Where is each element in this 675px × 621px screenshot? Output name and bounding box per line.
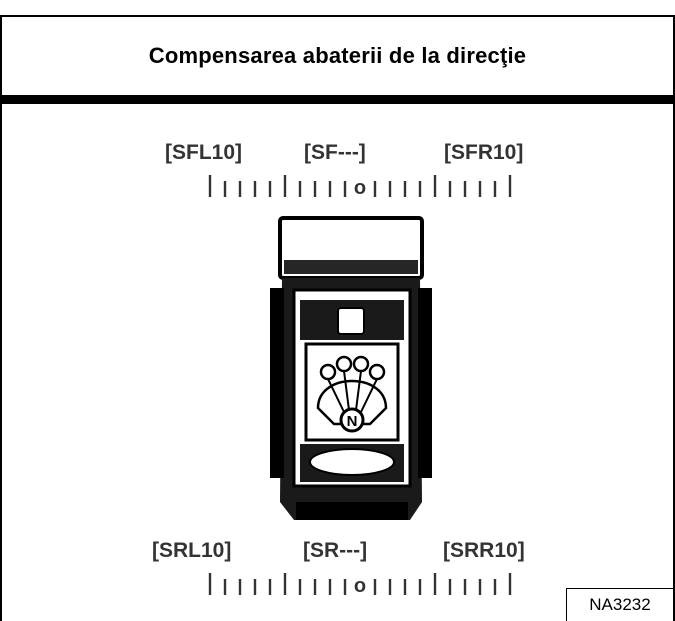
knob-position-2-icon	[335, 355, 353, 373]
switch-cap-shadow	[284, 260, 418, 274]
front-adjust-scale: o	[208, 175, 512, 199]
frame-top-border	[0, 15, 675, 17]
front-scale-center-mark: o	[354, 177, 366, 199]
title-divider	[0, 95, 675, 104]
knob-line-2	[343, 370, 350, 411]
switch-side-right	[418, 288, 432, 478]
label-rear-right: [SRR10]	[443, 539, 525, 562]
knob-position-1-icon	[319, 363, 337, 381]
page-title: Compensarea abaterii de la direcţie	[148, 43, 527, 68]
knob-position-4-icon	[368, 363, 386, 381]
rear-scale-center-mark: o	[354, 575, 366, 597]
knob-center-letter: N	[347, 413, 358, 430]
label-rear-center: [SR---]	[303, 539, 368, 562]
switch-side-left	[270, 288, 284, 478]
label-front-right: [SFR10]	[444, 141, 524, 164]
label-rear-left: [SRL10]	[152, 539, 232, 562]
frame-right-border	[673, 15, 675, 621]
knob-line-1	[327, 378, 345, 413]
knob-line-3	[355, 370, 362, 411]
switch-base	[296, 502, 408, 520]
label-front-left: [SFL10]	[165, 141, 243, 164]
knob-position-3-icon	[352, 355, 370, 373]
title-bar: Compensarea abaterii de la direcţie	[2, 17, 673, 95]
knob-center-icon	[339, 407, 365, 433]
label-front-center: [SF---]	[304, 141, 366, 164]
figure-id: NA3232	[589, 595, 651, 614]
switch-illustration: N	[270, 216, 432, 520]
knob-line-4	[360, 378, 378, 413]
switch-lens	[309, 448, 395, 476]
switch-tab	[337, 307, 365, 335]
rear-adjust-scale: o	[208, 573, 512, 597]
figure-id-box: NA3232	[566, 588, 673, 621]
frame-left-border	[0, 15, 2, 621]
